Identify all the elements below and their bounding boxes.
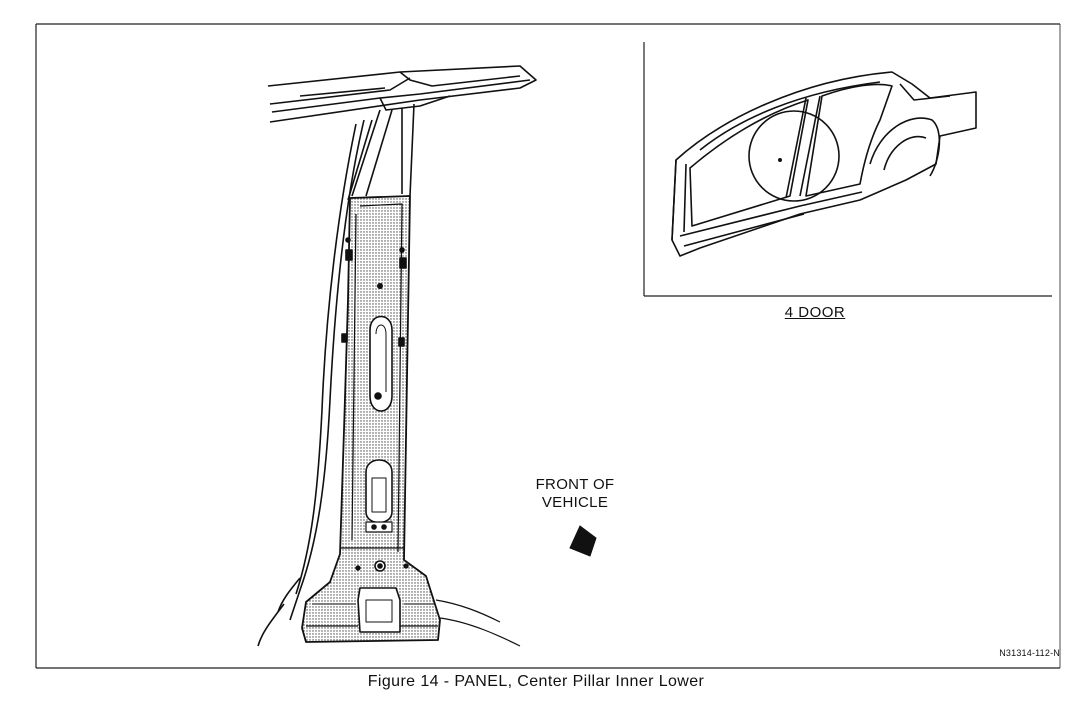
detail-callout-circle bbox=[748, 110, 840, 202]
lower-pillar-panel bbox=[301, 195, 441, 643]
body-side-outline bbox=[671, 71, 977, 257]
front-of-vehicle-label-line2: VEHICLE bbox=[541, 494, 609, 511]
front-of-vehicle-label: FRONT OF bbox=[535, 476, 615, 493]
inset-diagram bbox=[643, 42, 1052, 297]
arrow-down-left-icon bbox=[569, 525, 597, 557]
roof-rail bbox=[267, 65, 537, 123]
inset-frame bbox=[643, 42, 1052, 297]
figure-caption: Figure 14 - PANEL, Center Pillar Inner L… bbox=[367, 673, 705, 690]
outer-flange bbox=[257, 119, 365, 647]
figure-border bbox=[35, 23, 1061, 669]
upper-pillar bbox=[347, 103, 415, 201]
reference-code: N31314-112-N bbox=[999, 648, 1060, 658]
pillar-base bbox=[357, 587, 401, 633]
lower-slot bbox=[365, 459, 393, 524]
inset-label-4-door: 4 DOOR bbox=[784, 304, 846, 321]
center-pillar-drawing bbox=[257, 65, 537, 647]
